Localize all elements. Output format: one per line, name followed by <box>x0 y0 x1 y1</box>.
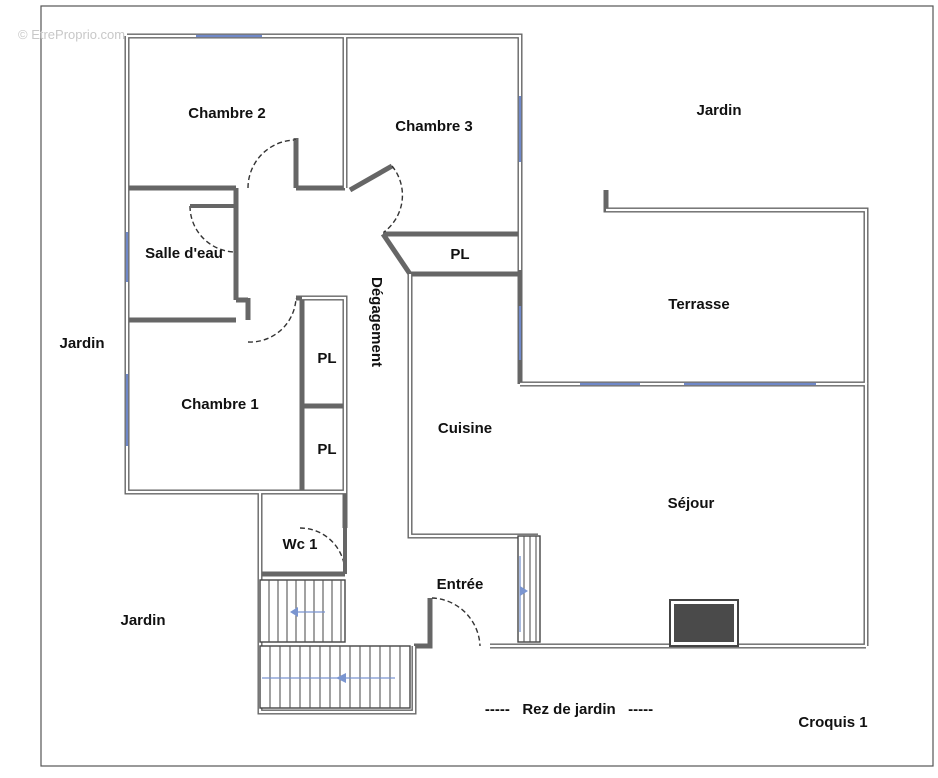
wall-ch3-door-angle <box>348 163 394 193</box>
door-chambre-2 <box>247 139 297 189</box>
sketch-label: Croquis 1 <box>798 714 867 731</box>
stair-lower <box>259 645 411 709</box>
door-salle-deau <box>189 205 237 253</box>
label-pl-mid: PL <box>317 350 336 367</box>
wall-terrasse-north <box>603 190 869 384</box>
walls <box>124 33 869 715</box>
label-salle-deau: Salle d'eau <box>145 245 223 262</box>
label-jardin-top-right: Jardin <box>696 102 741 119</box>
stair-arrow-icon <box>520 586 528 596</box>
label-jardin-left: Jardin <box>59 335 104 352</box>
door-chambre-1 <box>247 297 297 343</box>
wall-highlights <box>125 34 868 714</box>
stairs <box>259 535 541 709</box>
wall-entree-west <box>414 598 433 649</box>
label-terrasse: Terrasse <box>668 296 729 313</box>
door-entree <box>431 597 481 647</box>
stair-arrow-icon <box>336 673 346 683</box>
outside-labels: Jardin Jardin Jardin <box>59 102 741 629</box>
doors <box>189 139 481 647</box>
label-chambre-1: Chambre 1 <box>181 396 259 413</box>
wall-pl-angle <box>380 232 413 276</box>
door-wc <box>299 527 346 575</box>
label-pl-low: PL <box>317 441 336 458</box>
windows <box>125 34 816 446</box>
label-degagement: Dégagement <box>368 277 385 367</box>
room-labels: Chambre 2 Chambre 3 Salle d'eau Chambre … <box>145 105 730 593</box>
label-chambre-2: Chambre 2 <box>188 105 266 122</box>
watermark: © EtreProprio.com <box>18 27 125 42</box>
level-caption: ----- Rez de jardin ----- <box>485 701 653 718</box>
fireplace-hearth <box>674 604 734 642</box>
label-wc: Wc 1 <box>282 536 317 553</box>
label-sejour: Séjour <box>668 495 715 512</box>
stair-upper <box>259 579 346 643</box>
stair-arrow-icon <box>290 607 298 617</box>
label-jardin-bottom-left: Jardin <box>120 612 165 629</box>
label-entree: Entrée <box>437 576 484 593</box>
plan-frame <box>40 5 934 767</box>
label-cuisine: Cuisine <box>438 420 492 437</box>
label-pl-top: PL <box>450 246 469 263</box>
label-chambre-3: Chambre 3 <box>395 118 473 135</box>
door-chambre-3 <box>383 165 404 233</box>
